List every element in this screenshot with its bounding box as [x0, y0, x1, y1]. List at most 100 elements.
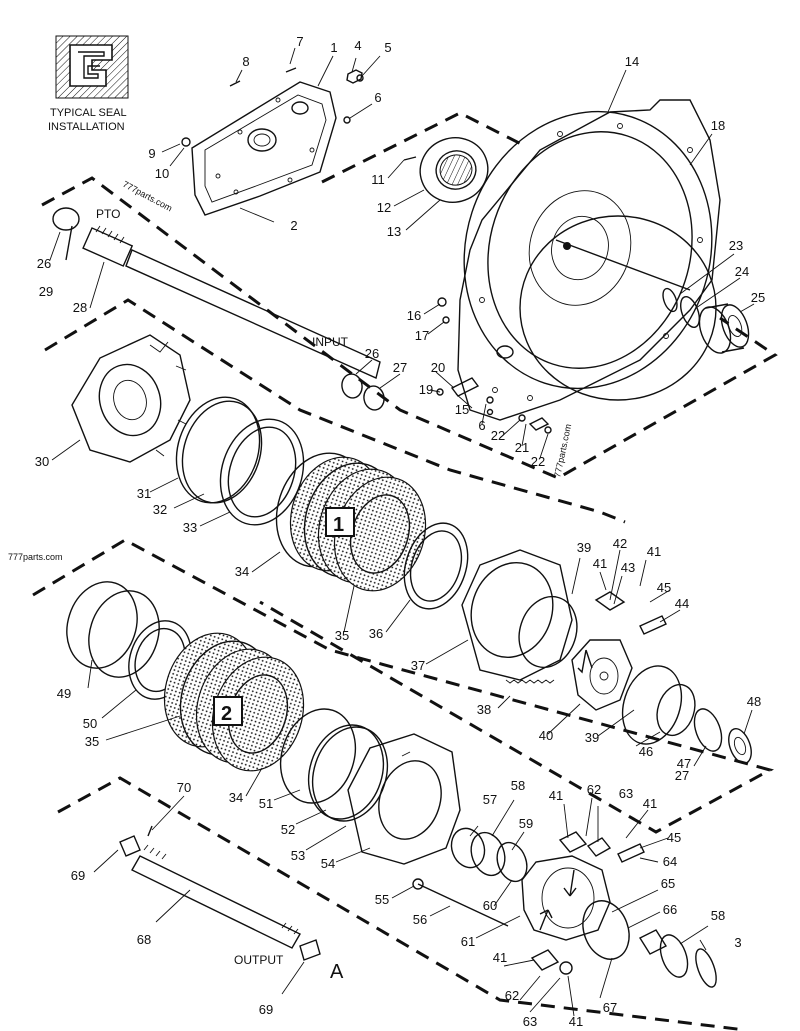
cover-fittings [181, 67, 364, 147]
callout-46: 46 [639, 744, 653, 759]
carrier-bearing-stack [621, 665, 752, 764]
callout-19: 19 [419, 382, 433, 397]
callout-22a: 22 [491, 428, 505, 443]
callout-35b: 35 [85, 734, 99, 749]
callout-12: 12 [377, 200, 391, 215]
callout-47: 47 [677, 756, 691, 771]
callout-43: 43 [621, 560, 635, 575]
seal-caption-line-1: TYPICAL SEAL [50, 107, 127, 119]
piston-carrier-37-40 [461, 549, 667, 711]
callout-66: 66 [663, 902, 677, 917]
cover-plate [191, 81, 337, 216]
callout-15: 15 [455, 402, 469, 417]
callout-18: 18 [711, 118, 725, 133]
callout-30: 30 [35, 454, 49, 469]
callout-28: 28 [73, 300, 87, 315]
seal-installation-inset: TYPICAL SEAL INSTALLATION [48, 35, 129, 133]
callout-11: 11 [371, 172, 385, 187]
callout-42: 42 [613, 536, 627, 551]
watermark-left: 777parts.com [8, 552, 63, 562]
callout-55: 55 [375, 892, 389, 907]
callout-61: 61 [461, 934, 475, 949]
callout-56: 56 [413, 912, 427, 927]
input-label: INPUT [312, 335, 349, 349]
callout-8: 8 [242, 54, 249, 69]
callout-40: 40 [539, 728, 553, 743]
planetary-carrier [412, 827, 717, 988]
callout-68: 68 [137, 932, 151, 947]
output-label: OUTPUT [234, 953, 284, 967]
callout-numbers: 1 2 3 4 5 6 6 7 8 9 10 11 12 13 14 15 16… [35, 34, 765, 1029]
group-1-label: 1 [333, 514, 344, 536]
clutch-housing-30 [71, 334, 191, 463]
callout-59: 59 [519, 816, 533, 831]
callout-41d: 41 [643, 796, 657, 811]
callout-7: 7 [296, 34, 303, 49]
callout-34b: 34 [229, 790, 243, 805]
callout-52: 52 [281, 822, 295, 837]
flywheel-housing [457, 99, 721, 421]
callout-60: 60 [483, 898, 497, 913]
callout-35a: 35 [335, 628, 349, 643]
callout-67: 67 [603, 1000, 617, 1015]
watermark-top: 777parts.com [121, 179, 174, 213]
callout-45a: 45 [657, 580, 671, 595]
callout-53: 53 [291, 848, 305, 863]
callout-1: 1 [330, 40, 337, 55]
callout-13: 13 [387, 224, 401, 239]
callout-26a: 26 [37, 256, 51, 271]
callout-24: 24 [735, 264, 749, 279]
callout-49: 49 [57, 686, 71, 701]
view-label: A [330, 961, 344, 983]
callout-65: 65 [661, 876, 675, 891]
callout-9: 9 [148, 146, 155, 161]
housing-fasteners [436, 297, 552, 434]
clutch-pack-2 [66, 581, 461, 865]
callout-14: 14 [625, 54, 639, 69]
callout-41f: 41 [569, 1014, 583, 1029]
seal-caption-line-2: INSTALLATION [48, 121, 125, 133]
callout-10: 10 [155, 166, 169, 181]
callout-41b: 41 [647, 544, 661, 559]
callout-63b: 63 [523, 1014, 537, 1029]
callout-41a: 41 [593, 556, 607, 571]
callout-39b: 39 [585, 730, 599, 745]
callout-36: 36 [369, 626, 383, 641]
output-shaft [119, 825, 321, 961]
callout-4: 4 [354, 38, 361, 53]
callout-62a: 62 [587, 782, 601, 797]
callout-23: 23 [729, 238, 743, 253]
callout-45b: 45 [667, 830, 681, 845]
callout-17: 17 [415, 328, 429, 343]
callout-21: 21 [515, 440, 529, 455]
callout-54: 54 [321, 856, 335, 871]
callout-39a: 39 [577, 540, 591, 555]
callout-41c: 41 [549, 788, 563, 803]
group-boundaries [32, 111, 778, 1031]
callout-64: 64 [663, 854, 677, 869]
callout-32: 32 [153, 502, 167, 517]
callout-69a: 69 [71, 868, 85, 883]
seal-rings-31-33 [175, 396, 305, 526]
callout-38: 38 [477, 702, 491, 717]
group-2-box: 2 [213, 696, 243, 726]
callout-leaders [49, 47, 755, 1017]
callout-33: 33 [183, 520, 197, 535]
group-2-label: 2 [221, 703, 232, 725]
callout-3: 3 [734, 935, 741, 950]
callout-31: 31 [137, 486, 151, 501]
callout-48: 48 [747, 694, 761, 709]
group-1-box: 1 [325, 507, 355, 537]
callout-62b: 62 [505, 988, 519, 1003]
housing-bearing-stack [662, 287, 750, 354]
callout-41e: 41 [493, 950, 507, 965]
clutch-pack-1 [275, 452, 469, 610]
callout-58a: 58 [511, 778, 525, 793]
callout-34a: 34 [235, 564, 249, 579]
pto-shaft [52, 207, 385, 411]
callout-63a: 63 [619, 786, 633, 801]
seal-plate [403, 137, 489, 203]
callout-69b: 69 [259, 1002, 273, 1017]
callout-27b: 27 [675, 768, 689, 783]
